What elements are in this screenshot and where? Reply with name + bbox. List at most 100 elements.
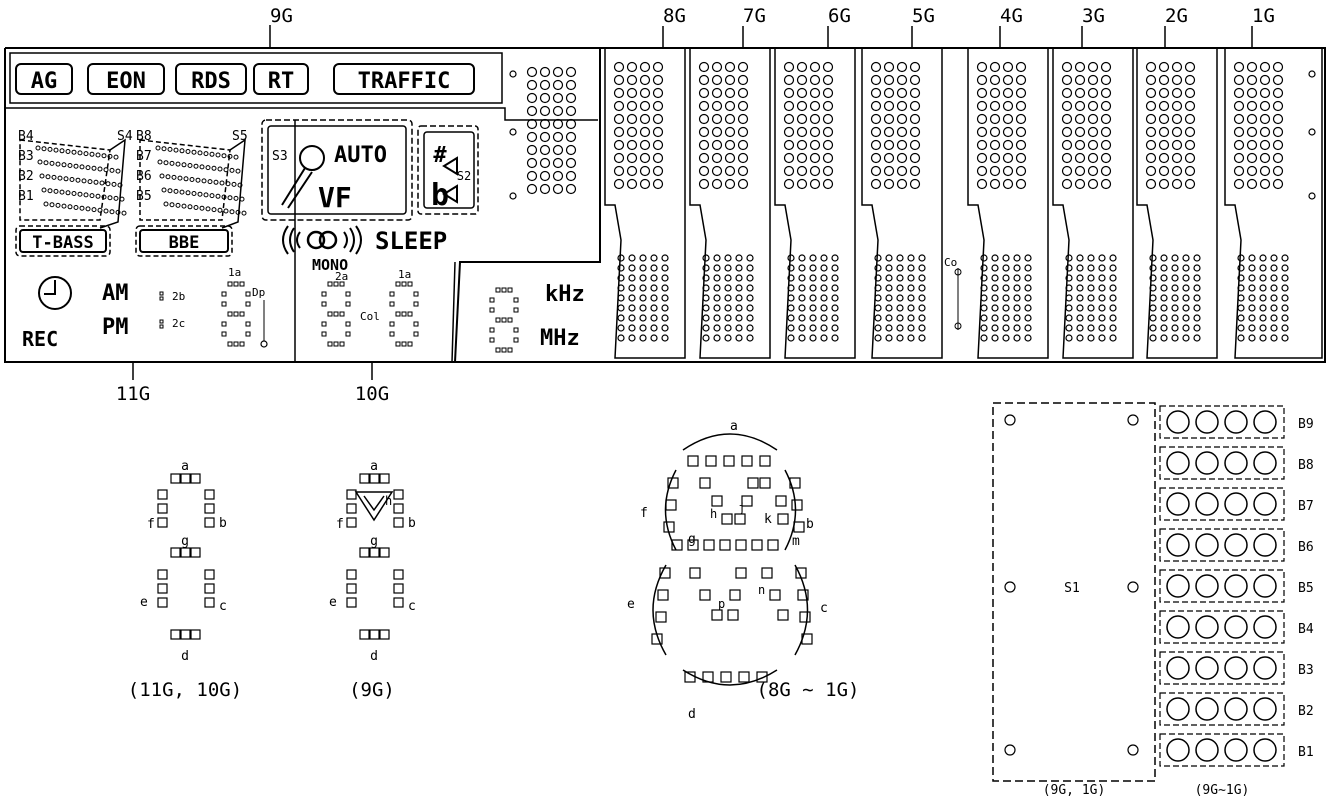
eq-right-seg-label: S5 <box>232 129 248 144</box>
indicator-box-rt <box>253 63 309 95</box>
indicator-traffic: TRAFFIC <box>358 69 451 94</box>
seg-letter-c-11: c <box>219 599 227 614</box>
mic-s2-label: S2 <box>457 169 471 183</box>
seg-letter-g-11: g <box>181 534 189 549</box>
seg-letter-f-9: f <box>336 517 344 532</box>
seg-letter-h-9: h <box>385 494 392 508</box>
seg-letter-d-11: d <box>181 649 189 664</box>
seg-letter-n-8: n <box>758 583 765 597</box>
seg-letter-m-8: m <box>792 534 800 549</box>
segment-digit-8g <box>617 254 669 342</box>
digit-column-5g <box>861 48 943 359</box>
grid-label-9g: 9G <box>270 5 293 27</box>
tbass-label: T-BASS <box>32 233 93 253</box>
clock-icon <box>38 276 72 310</box>
seg-letter-b-11: b <box>219 516 227 531</box>
seg-digit-11g-a <box>221 281 251 347</box>
bbe-label: BBE <box>169 233 200 253</box>
band-row-b2 <box>1159 692 1285 726</box>
sleep-label: SLEEP <box>375 227 447 255</box>
dot-matrix-2g <box>1145 61 1196 190</box>
digit-column-4g <box>967 48 1049 359</box>
segment-digit-6g <box>787 254 839 342</box>
seg-letter-f-11: f <box>147 517 155 532</box>
segment-digit-2g <box>1149 254 1201 342</box>
label-co-5g: Co <box>944 256 957 269</box>
segment-layout-8g-1g <box>651 455 813 683</box>
grid-label-10g: 10G <box>355 383 389 405</box>
label-2a: 2a <box>335 270 348 283</box>
band-label-b9: B9 <box>1298 417 1314 432</box>
tbass-box <box>15 225 111 257</box>
mono-label: MONO <box>312 256 348 274</box>
indicator-box-traffic <box>333 63 475 95</box>
segment-digit-1g <box>1237 254 1289 342</box>
segment-digit-5g <box>874 254 926 342</box>
seg-letter-a-8: a <box>730 419 738 434</box>
seg-letter-e-9: e <box>329 595 337 610</box>
segment-layout-11g-10g <box>157 473 215 640</box>
eq-right-band-b8: B8 <box>136 129 152 144</box>
mhz-label: MHz <box>540 326 580 351</box>
mic-vf-label: VF <box>318 181 352 214</box>
caption-9g: (9G) <box>349 679 395 701</box>
dot-matrix-3g <box>1061 61 1112 190</box>
grid-label-11g: 11G <box>116 383 150 405</box>
label-col: Col <box>360 310 380 323</box>
band-label-b1: B1 <box>1298 745 1314 760</box>
label-2c: 2c <box>172 317 185 330</box>
caption-11g-10g: (11G, 10G) <box>128 679 242 701</box>
mic-s3-label: S3 <box>272 149 288 164</box>
eq-right-band-b7: B7 <box>136 149 152 164</box>
band-row-b8 <box>1159 446 1285 480</box>
flat-label: b <box>431 178 449 213</box>
indicator-eon: EON <box>106 69 146 94</box>
eq-left-band-b1: B1 <box>18 189 34 204</box>
eq-right-bars <box>155 145 247 216</box>
grid-label-5g: 5G <box>912 5 935 27</box>
indicator-box-rds <box>175 63 247 95</box>
segment-layout-9g <box>346 473 404 640</box>
seg-letter-d-9: d <box>370 649 378 664</box>
digit-column-3g <box>1052 48 1134 359</box>
seg-letter-d-8: d <box>688 707 696 722</box>
band-label-b3: B3 <box>1298 663 1314 678</box>
label-dp: Dp <box>252 286 265 299</box>
band-label-b2: B2 <box>1298 704 1314 719</box>
rec-label: REC <box>22 327 58 351</box>
label-1a: 1a <box>228 266 241 279</box>
seg-letter-g-8: g <box>688 532 696 547</box>
seg-letter-b-9: b <box>408 516 416 531</box>
caption-9g-1g: (9G, 1G) <box>1043 783 1106 798</box>
seg-letter-c-9: c <box>408 599 416 614</box>
eq-left-seg-label: S4 <box>117 129 133 144</box>
sharp-label: # <box>433 143 447 168</box>
band-row-b6 <box>1159 528 1285 562</box>
grid-label-7g: 7G <box>743 5 766 27</box>
label-10g-1a: 1a <box>398 268 411 281</box>
seg-letter-b-8: b <box>806 517 814 532</box>
eq-right-band-b5: B5 <box>136 189 152 204</box>
dot-matrix-5g <box>870 61 921 190</box>
indicator-box-ag <box>15 63 73 95</box>
indicator-rds: RDS <box>191 69 231 94</box>
seg-letter-a-11: a <box>181 459 189 474</box>
dot-matrix-9g <box>526 66 577 195</box>
indicator-rt: RT <box>268 69 295 94</box>
seg-letter-a-9: a <box>370 459 378 474</box>
grid-label-1g: 1G <box>1252 5 1275 27</box>
khz-label: kHz <box>545 282 585 307</box>
grid-label-3g: 3G <box>1082 5 1105 27</box>
eq-right-band-b6: B6 <box>136 169 152 184</box>
band-row-b3 <box>1159 651 1285 685</box>
digit-column-1g <box>1224 48 1323 359</box>
pm-label: PM <box>102 315 129 340</box>
s1-frame <box>992 402 1156 782</box>
band-row-b7 <box>1159 487 1285 521</box>
band-label-b5: B5 <box>1298 581 1314 596</box>
seg-letter-f-8: f <box>640 506 648 521</box>
eq-left-band-b4: B4 <box>18 129 34 144</box>
seg-letter-c-8: c <box>820 601 828 616</box>
grid-label-6g: 6G <box>828 5 851 27</box>
